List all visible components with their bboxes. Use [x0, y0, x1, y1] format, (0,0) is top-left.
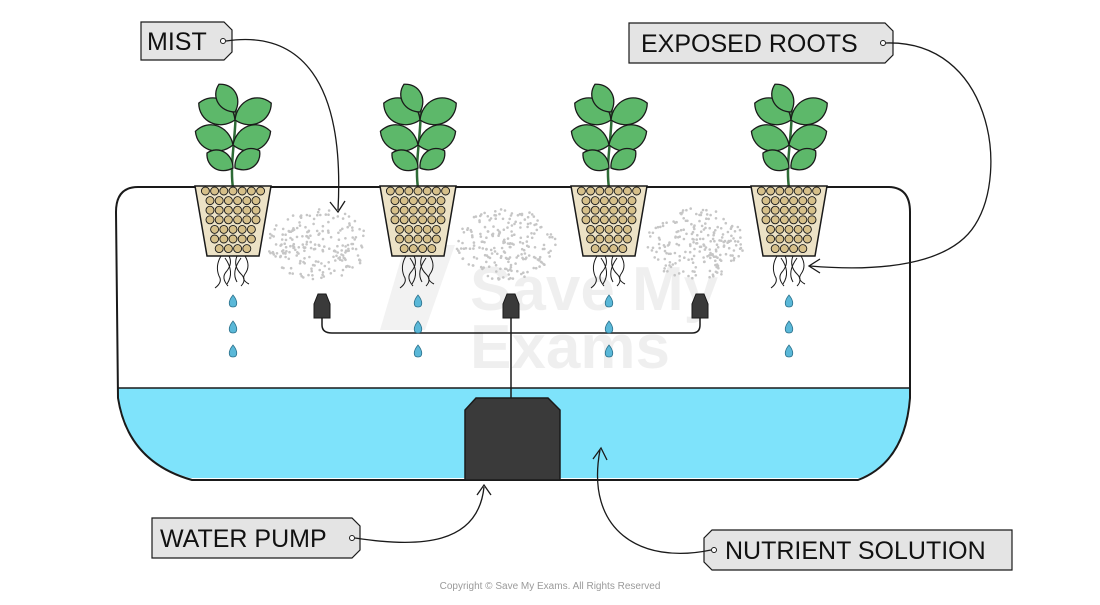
droplet-icon	[413, 320, 423, 334]
plant-1	[194, 83, 272, 358]
mist-cloud	[268, 208, 366, 281]
leaf	[790, 147, 817, 171]
label-tag-exposed-roots	[628, 22, 894, 64]
net-pot	[194, 185, 272, 257]
leaf	[419, 147, 446, 171]
arrow-nutrient-solution	[596, 449, 712, 554]
droplet-icon	[784, 320, 794, 334]
leaf	[610, 147, 637, 171]
mist-cloud	[646, 207, 744, 280]
tag-hole-icon	[220, 38, 226, 44]
mist-cloud	[455, 208, 557, 281]
leaf	[790, 97, 828, 126]
droplet-icon	[784, 294, 794, 308]
arrow-head-icon	[476, 483, 492, 496]
watermark: Save My Exams	[380, 245, 719, 382]
droplet-icon	[413, 344, 423, 358]
label-mist: MIST	[140, 21, 346, 214]
label-text-mist: MIST	[147, 28, 207, 56]
droplet-icon	[413, 294, 423, 308]
arrow-head-icon	[807, 258, 821, 274]
label-nutrient-solution: NUTRIENT SOLUTION	[592, 446, 1013, 571]
net-pot	[750, 185, 828, 257]
watermark-logo-icon	[380, 245, 455, 330]
mist-pipe	[321, 318, 701, 334]
leaf	[234, 97, 272, 126]
water-pump	[464, 397, 561, 481]
mist-clouds	[268, 207, 744, 281]
leaf	[400, 83, 424, 113]
arrow-water-pump	[354, 486, 485, 544]
droplet-icon	[604, 294, 614, 308]
label-water-pump: WATER PUMP	[151, 483, 492, 559]
mist-nozzle-3	[691, 293, 709, 319]
label-tag-nutrient-solution	[703, 529, 1013, 571]
exposed-roots	[770, 255, 806, 289]
label-tag-mist	[140, 21, 233, 61]
leaf	[391, 149, 419, 172]
exposed-roots	[214, 255, 250, 289]
label-text-nutrient-solution: NUTRIENT SOLUTION	[725, 537, 986, 565]
leaf	[771, 83, 795, 113]
droplet-icon	[228, 344, 238, 358]
exposed-roots	[399, 255, 435, 289]
leaf	[419, 97, 457, 126]
leaf	[762, 149, 790, 172]
droplet-icon	[228, 294, 238, 308]
tag-hole-icon	[880, 40, 886, 46]
leaf	[234, 147, 261, 171]
leaf	[215, 83, 239, 113]
label-exposed-roots: EXPOSED ROOTS	[628, 22, 992, 274]
label-tag-water-pump	[151, 517, 361, 559]
mist-nozzle-1	[313, 293, 331, 319]
watermark-line-2: Exams	[470, 313, 670, 382]
arrow-head-icon	[329, 200, 346, 214]
arrow-exposed-roots	[809, 42, 992, 269]
net-pot	[570, 185, 648, 257]
net-pot	[379, 185, 457, 257]
label-text-exposed-roots: EXPOSED ROOTS	[641, 30, 858, 58]
leaf	[206, 149, 234, 172]
arrow-head-icon	[592, 446, 608, 461]
tag-hole-icon	[711, 547, 717, 553]
mist-pipe-network	[313, 293, 709, 415]
label-text-water-pump: WATER PUMP	[160, 525, 327, 553]
leaf	[591, 83, 615, 113]
arrow-mist	[225, 39, 340, 211]
droplet-icon	[784, 344, 794, 358]
plant-2	[379, 83, 457, 358]
copyright-text: Copyright © Save My Exams. All Rights Re…	[440, 581, 661, 592]
plant-3	[570, 83, 648, 358]
droplet-icon	[604, 320, 614, 334]
droplet-icon	[604, 344, 614, 358]
tag-hole-icon	[349, 535, 355, 541]
plants	[194, 83, 828, 358]
exposed-roots	[590, 255, 626, 289]
plant-4	[750, 83, 828, 358]
mist-nozzle-2	[502, 293, 520, 319]
droplet-icon	[228, 320, 238, 334]
leaf	[610, 97, 648, 126]
leaf	[582, 149, 610, 172]
